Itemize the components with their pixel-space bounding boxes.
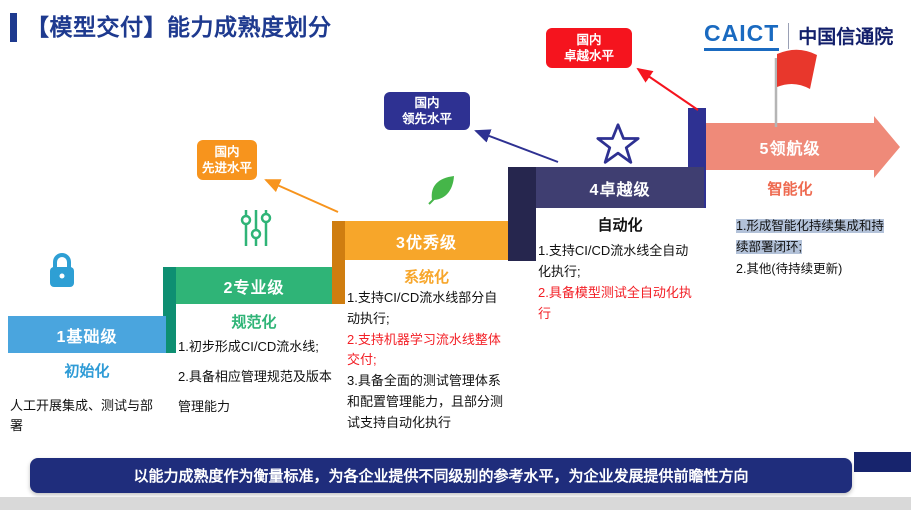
level-2-items: 1.初步形成CI/CD流水线; 2.具备相应管理规范及版本管理能力 [178,332,332,422]
badge-line: 国内 [214,144,240,159]
badge-line: 国内 [414,95,440,110]
level-5-items: 1.形成智能化持续集成和持续部署闭环; 2.其他(待持续更新) [736,216,888,280]
footer-text: 以能力成熟度作为衡量标准，为各企业提供不同级别的参考水平，为企业发展提供前瞻性方… [133,468,749,485]
level-3-label: 3优秀级 [396,234,457,252]
badge-domestic-leading: 国内 领先水平 [384,92,470,130]
level-1-bar: 1基础级 [8,316,166,353]
step-connector-2 [163,267,176,353]
level-5-tagline: 智能化 [767,181,813,198]
star-icon [596,122,640,171]
level-3-bar: 3优秀级 [345,221,508,260]
lock-icon [46,251,78,296]
caict-logo-en: CAICT [704,20,780,51]
level-4-tagline: 自动化 [597,217,643,234]
level-5-arrow-head [874,116,900,178]
level-5-label: 5领航级 [759,140,821,158]
bottom-strip [0,497,911,510]
level-1-items: 人工开展集成、测试与部署 [10,396,162,436]
level-4-items: 1.支持CI/CD流水线全自动化执行; 2.具备模型测试全自动化执行 [538,240,700,324]
logo-divider [788,22,790,49]
level-2-tagline: 规范化 [231,314,277,331]
sliders-icon [239,206,273,255]
badge-domestic-advanced: 国内 先进水平 [197,140,257,180]
caict-logo-cn: 中国信通院 [798,27,894,48]
level-2-label: 2专业级 [223,279,285,297]
arrow-to-leading-badge [474,129,559,163]
list-item: 1.支持CI/CD流水线部分自动执行; [347,290,498,326]
list-item: 2.具备相应管理规范及版本管理能力 [178,368,332,414]
footer-banner: 以能力成熟度作为衡量标准，为各企业提供不同级别的参考水平，为企业发展提供前瞻性方… [30,458,852,493]
list-item: 人工开展集成、测试与部署 [10,398,154,434]
step-connector-3 [332,221,345,304]
level-1-tagline: 初始化 [64,363,110,380]
level-4-label: 4卓越级 [589,181,651,199]
level-2-bar: 2专业级 [176,267,332,304]
list-item: 2.具备模型测试全自动化执行 [538,285,692,322]
list-item: 1.初步形成CI/CD流水线; [178,339,319,354]
highlighted-text: 1.形成智能化持续集成和持续部署闭环; [736,219,884,255]
badge-line: 先进水平 [201,161,252,175]
caict-logo: CAICT 中国信通院 [704,20,893,51]
level-3-tagline: 系统化 [403,269,449,286]
page-title: 【模型交付】能力成熟度划分 [26,14,332,40]
list-item: 1.形成智能化持续集成和持续部署闭环; [736,216,888,259]
badge-line: 领先水平 [401,112,452,126]
level-4-bar: 4卓越级 [536,167,704,208]
badge-line: 国内 [576,32,602,47]
footer-accent-block [854,452,911,472]
badge-domestic-excellent: 国内 卓越水平 [546,28,632,68]
arrow-to-advanced-badge [264,179,339,213]
list-item: 1.支持CI/CD流水线全自动化执行; [538,243,689,280]
title-accent-bar [10,13,17,42]
list-item: 3.具备全面的测试管理体系和配置管理能力，且部分测试支持自动化执行 [347,373,504,430]
badge-line: 卓越水平 [563,49,614,63]
flag-icon [777,49,817,89]
level-3-items: 1.支持CI/CD流水线部分自动执行; 2.支持机器学习流水线整体交付; 3.具… [347,288,507,434]
level-5-bar: 5领航级 [706,123,874,170]
arrow-to-excellent-badge [636,67,699,111]
leaf-icon [424,172,460,213]
level-1-label: 1基础级 [56,328,118,346]
list-item: 2.其他(待持续更新) [736,261,843,276]
step-connector-4 [508,167,536,261]
list-item: 2.支持机器学习流水线整体交付; [347,331,501,368]
